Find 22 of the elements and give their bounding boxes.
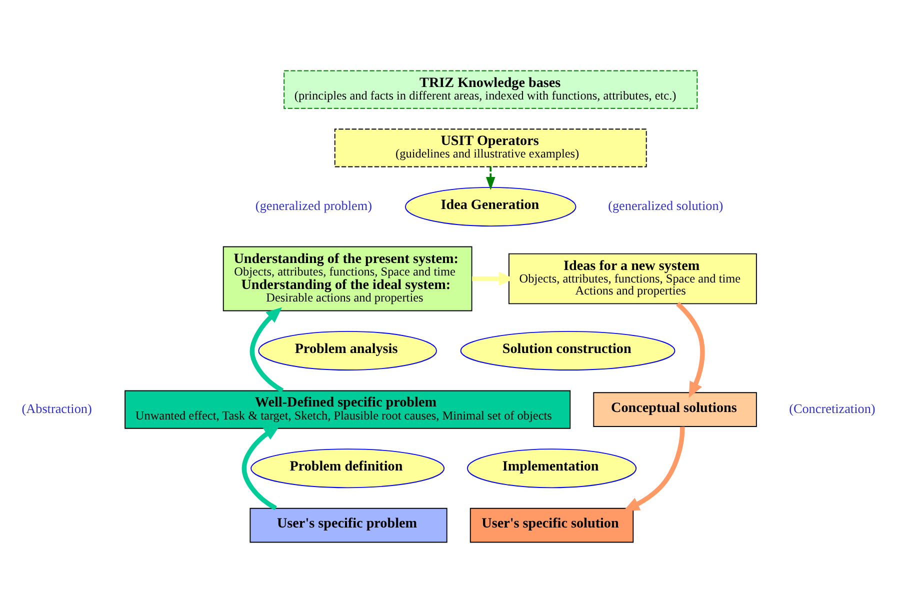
label: (Concretization) bbox=[789, 400, 876, 416]
label: (generalized solution) bbox=[608, 198, 724, 213]
node-box: Ideas for a new system Objects, attributes, functions, Space and time Actions and properties bbox=[508, 252, 757, 304]
arrow bbox=[250, 306, 284, 392]
node-box: User's specific problem bbox=[250, 507, 448, 542]
node-box: Understanding of the present system: Objects, attributes, functions, Space and time Understanding of the ideal system: Desirable actions and properties bbox=[222, 246, 472, 311]
arrow bbox=[676, 302, 705, 398]
node-box: Well-Defined specific problem Unwanted effect, Task & target, Sketch, Plausible root causes, Minimal set of objects bbox=[124, 390, 571, 428]
node-ellipse: Implementation bbox=[466, 448, 637, 488]
node-box: Conceptual solutions bbox=[593, 392, 757, 426]
node-box: User's specific solution bbox=[470, 507, 634, 542]
arrow bbox=[486, 166, 496, 190]
label: (generalized problem) bbox=[255, 198, 372, 213]
node-box: USIT Operators (guidelines and illustrative examples) bbox=[334, 128, 647, 167]
node-ellipse: Problem definition bbox=[250, 448, 445, 488]
node-box: TRIZ Knowledge bases (principles and facts in different areas, indexed with functions, attributes, etc.) bbox=[284, 70, 698, 108]
node-ellipse: Idea Generation bbox=[404, 186, 576, 226]
arrow bbox=[242, 424, 280, 510]
label: (Abstraction) bbox=[22, 400, 92, 416]
node-ellipse: Solution construction bbox=[460, 330, 676, 370]
arrow bbox=[624, 426, 685, 510]
node-ellipse: Problem analysis bbox=[258, 330, 437, 370]
